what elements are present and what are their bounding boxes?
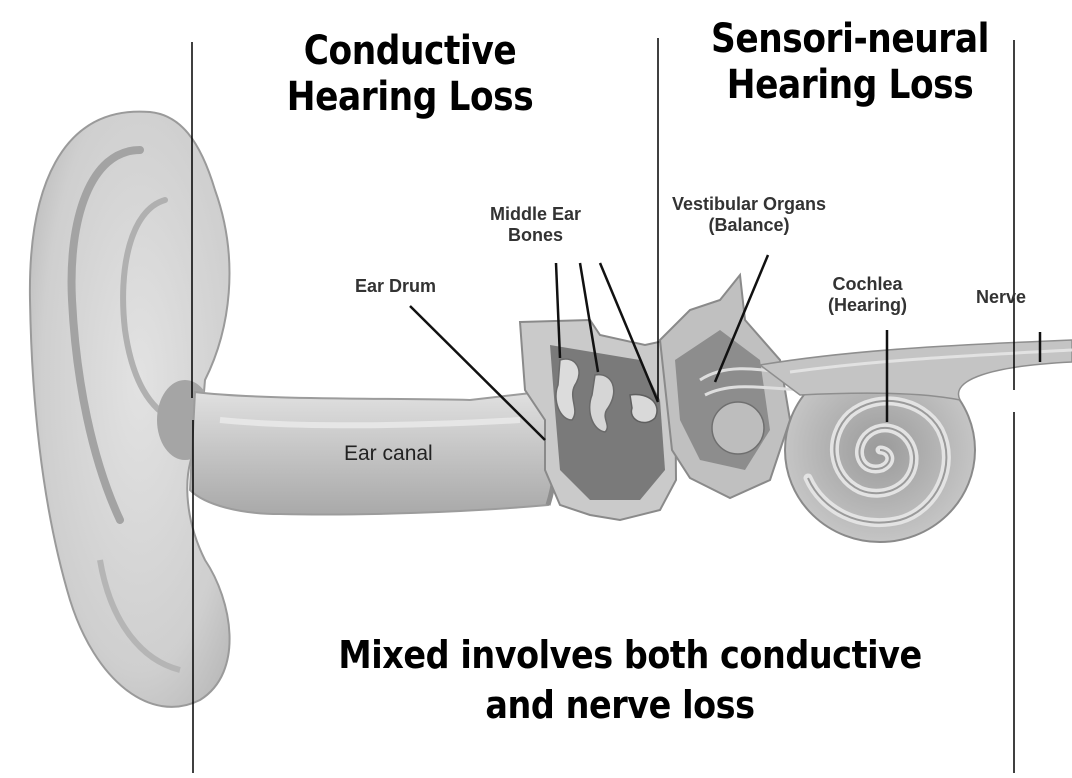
label-vestibular-line-1: Vestibular Organs [672, 194, 826, 215]
label-ear-canal: Ear canal [344, 443, 433, 464]
mixed-note-line-1: Mixed involves both conductive [338, 630, 901, 680]
label-middle-ear-bones-line-2: Bones [490, 225, 581, 246]
label-vestibular-line-2: (Balance) [672, 215, 826, 236]
label-nerve: Nerve [976, 287, 1026, 308]
mixed-loss-note: Mixed involves both conductive and nerve… [338, 630, 901, 730]
conductive-heading: Conductive Hearing Loss [255, 28, 565, 120]
auditory-nerve [760, 340, 1072, 400]
conductive-heading-line-1: Conductive [255, 28, 565, 74]
conductive-heading-line-2: Hearing Loss [255, 74, 565, 120]
sensorineural-heading-line-1: Sensori-neural [678, 16, 1022, 62]
label-middle-ear-bones-line-1: Middle Ear [490, 204, 581, 225]
sensorineural-heading: Sensori-neural Hearing Loss [678, 16, 1022, 108]
sensorineural-heading-line-2: Hearing Loss [678, 62, 1022, 108]
label-cochlea-line-2: (Hearing) [828, 295, 907, 316]
label-middle-ear-bones: Middle Ear Bones [490, 204, 581, 246]
label-cochlea-line-1: Cochlea [828, 274, 907, 295]
label-vestibular-organs: Vestibular Organs (Balance) [672, 194, 826, 236]
label-ear-drum: Ear Drum [355, 276, 436, 297]
mixed-note-line-2: and nerve loss [338, 680, 901, 730]
label-cochlea: Cochlea (Hearing) [828, 274, 907, 316]
